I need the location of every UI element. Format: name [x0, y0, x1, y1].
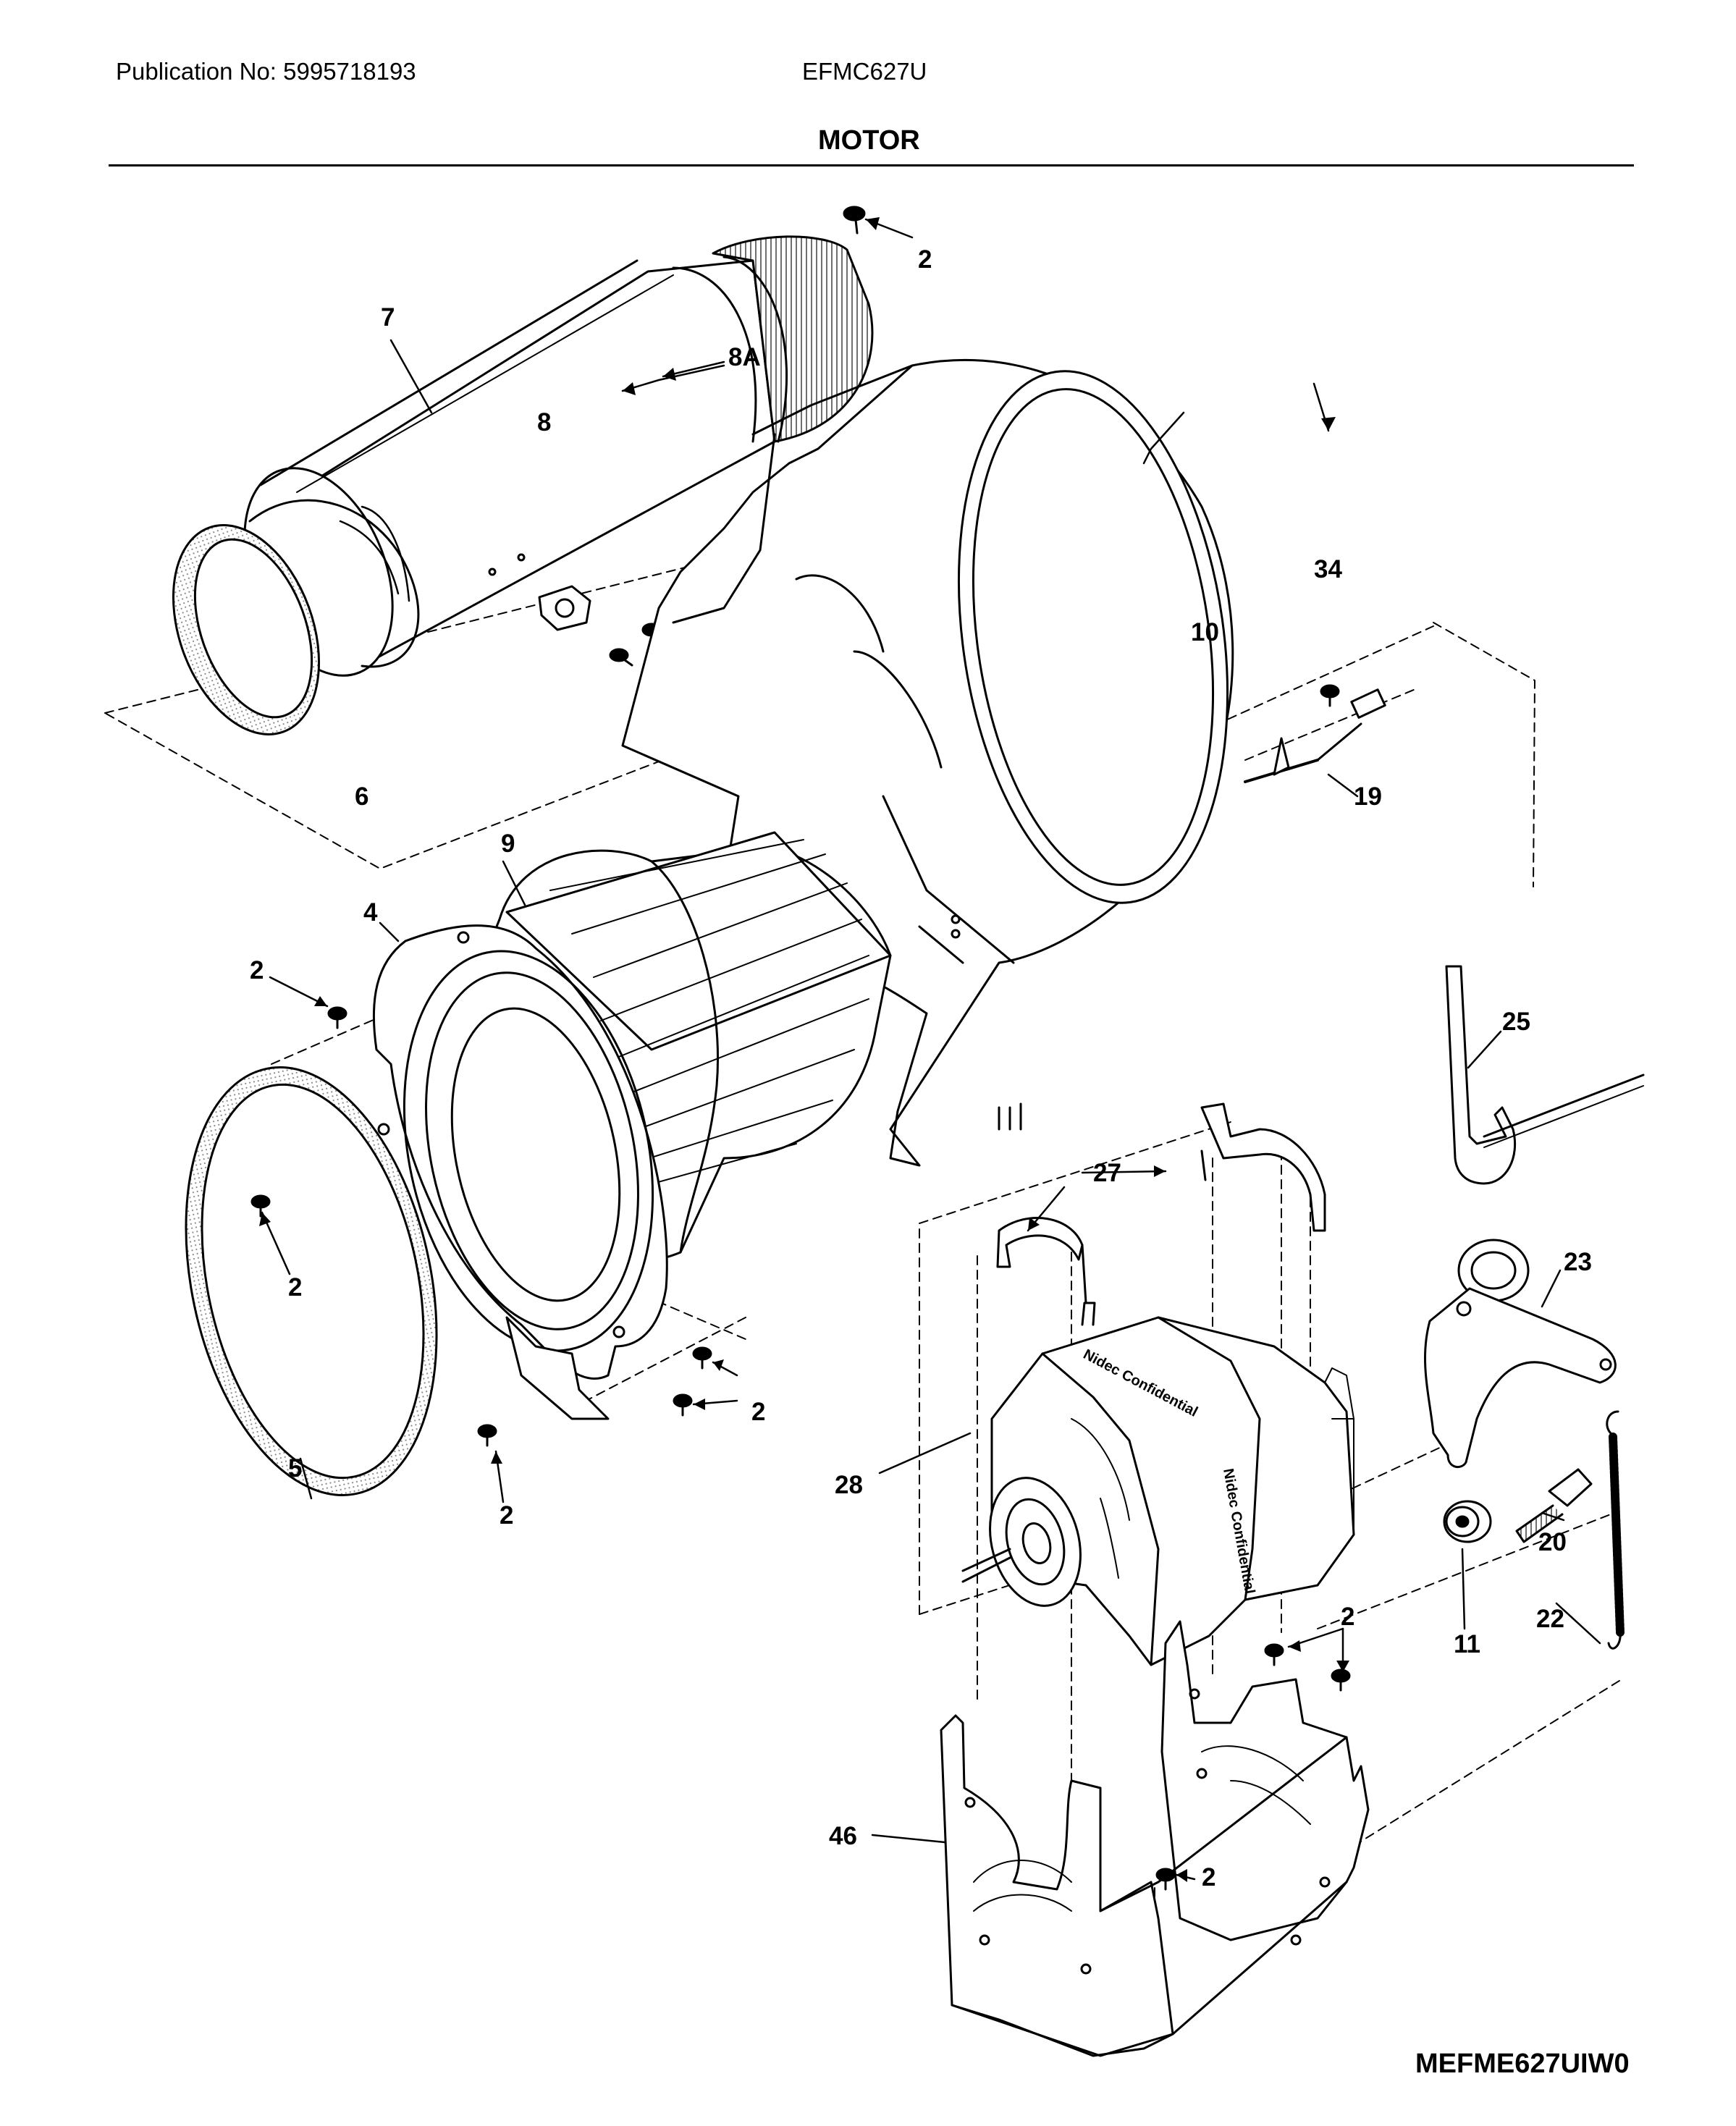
screw-2-motor-a	[1264, 1643, 1284, 1666]
callout-10: 10	[1191, 618, 1219, 646]
front-seal-ring	[185, 1066, 438, 1496]
callout-11: 11	[1454, 1630, 1480, 1658]
callout-8: 8	[537, 408, 551, 436]
callout-2-bracket: 2	[1202, 1863, 1215, 1891]
callout-19: 19	[1354, 783, 1382, 811]
publication-number: Publication No: 5995718193	[116, 58, 416, 85]
thermal-fuse	[488, 553, 591, 631]
callout-28: 28	[835, 1471, 863, 1499]
diagram-code: MEFME627UIW0	[1415, 2049, 1630, 2079]
idler-pulley-arm	[1424, 1239, 1617, 1469]
duct-seal-ring	[172, 524, 321, 735]
callout-9: 9	[501, 830, 515, 858]
callout-5: 5	[288, 1454, 302, 1482]
alignment-plane-motor	[919, 1121, 1231, 1615]
moisture-sensor	[1244, 688, 1386, 783]
callout-25: 25	[1502, 1008, 1530, 1036]
screw-2-bottom-c	[477, 1424, 497, 1447]
callout-8a: 8A	[728, 343, 761, 371]
tension-spring	[1606, 1410, 1625, 1650]
callout-2-top: 2	[918, 245, 932, 274]
callout-46: 46	[829, 1822, 857, 1850]
exhaust-duct	[243, 235, 874, 677]
callout-6: 6	[355, 783, 368, 811]
callout-23: 23	[1564, 1248, 1592, 1276]
screw-2-bottom-a	[692, 1346, 712, 1370]
callout-22: 22	[1536, 1605, 1564, 1633]
screw-2-top	[843, 206, 866, 235]
callout-2-left: 2	[250, 956, 264, 984]
model-number: EFMC627U	[802, 58, 927, 85]
callout-2-motor: 2	[1341, 1603, 1354, 1631]
callout-7: 7	[381, 303, 395, 332]
sensor-screw	[1320, 684, 1340, 707]
section-title: MOTOR	[818, 125, 920, 156]
header-rule	[109, 164, 1634, 166]
screw-2-ring	[250, 1194, 271, 1218]
callout-2-ring: 2	[288, 1273, 302, 1302]
motor-strap-left	[996, 1217, 1096, 1326]
screw-8a-lower	[609, 648, 633, 667]
motor-mount-bracket	[940, 1620, 1370, 2057]
callout-34: 34	[1314, 555, 1342, 583]
drive-belt	[1445, 965, 1645, 1185]
drive-motor	[961, 1316, 1355, 1666]
pivot-bolt	[1515, 1468, 1593, 1543]
callout-2-bottom: 2	[500, 1501, 513, 1530]
callout-2-pair: 2	[751, 1398, 765, 1426]
callout-27: 27	[1093, 1159, 1121, 1187]
screw-2-left	[327, 1006, 347, 1029]
motor-strap-right	[1200, 1102, 1326, 1232]
screw-2-motor-b	[1331, 1669, 1351, 1692]
callout-20: 20	[1538, 1528, 1567, 1556]
idler-pulley	[1443, 1500, 1492, 1543]
front-blower-cover	[372, 924, 668, 1420]
callout-4: 4	[363, 898, 378, 927]
screw-2-bottom-b	[673, 1393, 693, 1417]
alignment-line-right	[1433, 622, 1535, 887]
